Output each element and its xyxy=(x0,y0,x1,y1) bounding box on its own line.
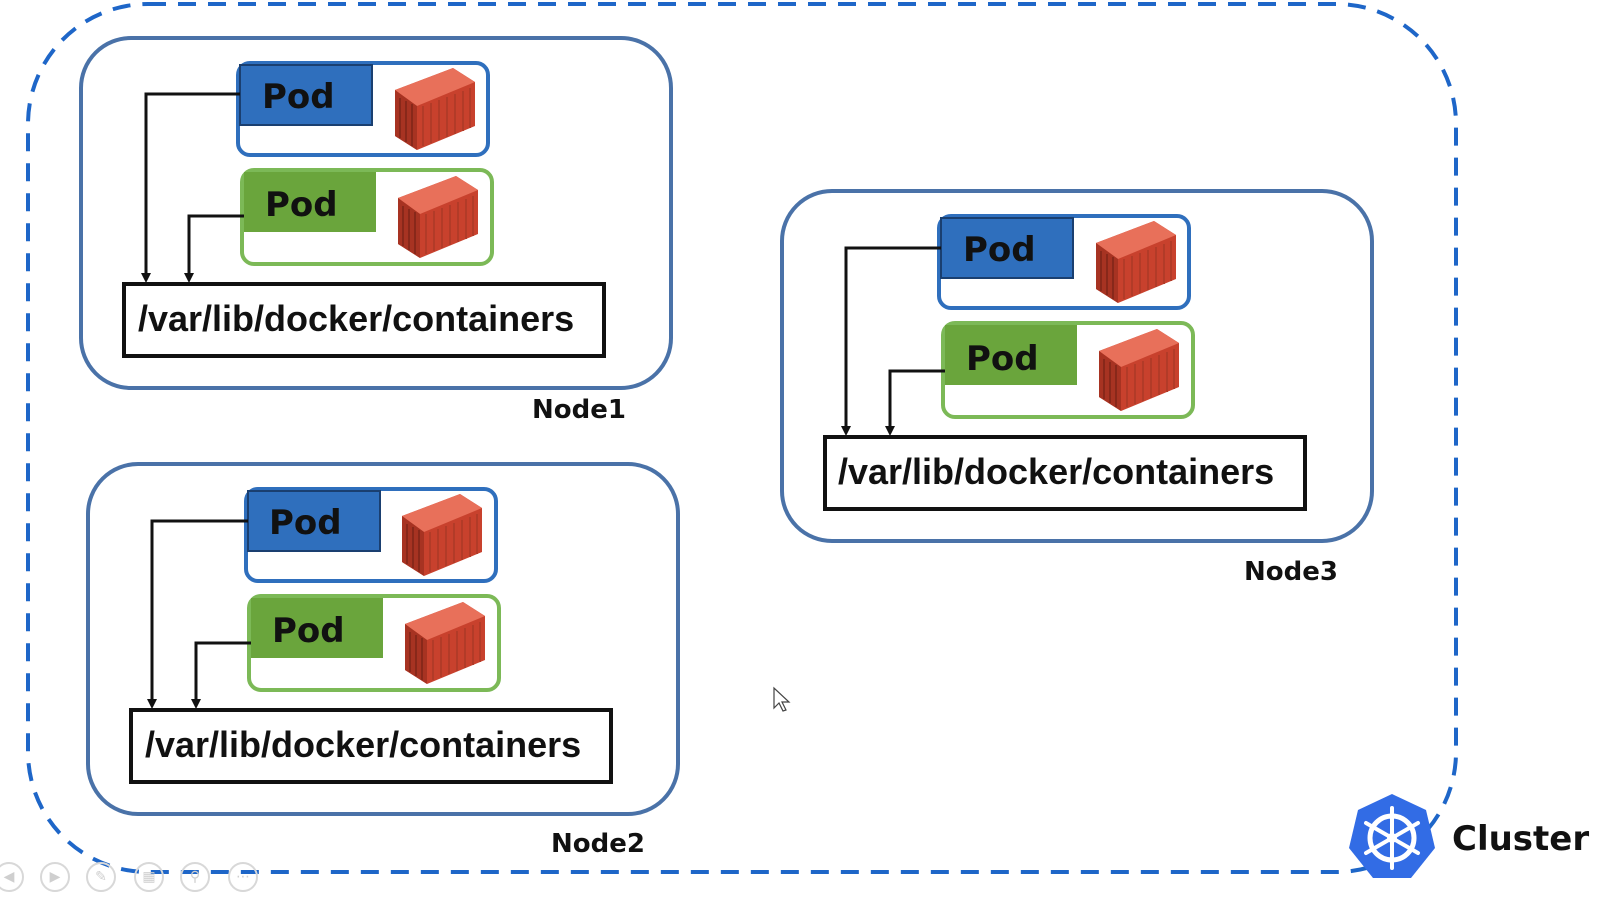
zoom-icon[interactable]: ⚲ xyxy=(180,862,210,892)
pod-green: Pod xyxy=(240,168,494,266)
node-label: Node2 xyxy=(551,829,645,859)
presentation-toolbar: ◀ ▶ ✎ ▦ ⚲ ⋯ xyxy=(0,862,280,902)
node-2-frame xyxy=(86,462,680,816)
slides-icon[interactable]: ▦ xyxy=(134,862,164,892)
pod-label: Pod xyxy=(262,77,335,117)
connector-line xyxy=(841,246,941,436)
node-2: Pod Pod /var/lib/docker/containers Node2 xyxy=(86,462,680,859)
pod-green: Pod xyxy=(941,321,1195,419)
node-3-frame xyxy=(780,189,1374,543)
log-path-box xyxy=(129,708,613,784)
connector-line xyxy=(147,519,248,709)
pod-green: Pod xyxy=(247,594,501,692)
connector-line xyxy=(885,369,945,436)
pod-blue: Pod xyxy=(236,61,490,157)
next-icon[interactable]: ▶ xyxy=(40,862,70,892)
node-1-frame xyxy=(79,36,673,390)
pod-blue: Pod xyxy=(244,487,498,583)
log-path-text: /var/lib/docker/containers xyxy=(138,298,574,339)
pod-label: Pod xyxy=(265,185,338,225)
node-label: Node1 xyxy=(532,395,626,425)
log-path-box xyxy=(823,435,1307,511)
log-path-text: /var/lib/docker/containers xyxy=(145,724,581,765)
node-3: Pod Pod /var/lib/docker/containers Node3 xyxy=(780,189,1374,587)
node-1: Pod Pod /var/lib/docker/containers Node1 xyxy=(79,36,673,425)
log-path-box xyxy=(122,282,606,358)
connector-line xyxy=(141,92,240,283)
pen-icon[interactable]: ✎ xyxy=(86,862,116,892)
pod-blue: Pod xyxy=(937,214,1191,310)
cluster-boundary xyxy=(26,2,1458,874)
cluster-label: Cluster xyxy=(1452,819,1589,859)
connector-line xyxy=(184,214,244,283)
pod-label: Pod xyxy=(272,611,345,651)
pod-label: Pod xyxy=(966,339,1039,379)
more-icon[interactable]: ⋯ xyxy=(228,862,258,892)
connector-line xyxy=(191,641,251,709)
pod-label: Pod xyxy=(963,230,1036,270)
kubernetes-logo-icon xyxy=(1349,794,1435,878)
mouse-cursor-icon xyxy=(773,686,791,712)
log-path-text: /var/lib/docker/containers xyxy=(838,451,1274,492)
node-label: Node3 xyxy=(1244,557,1338,587)
prev-icon[interactable]: ◀ xyxy=(0,862,24,892)
pod-label: Pod xyxy=(269,503,342,543)
